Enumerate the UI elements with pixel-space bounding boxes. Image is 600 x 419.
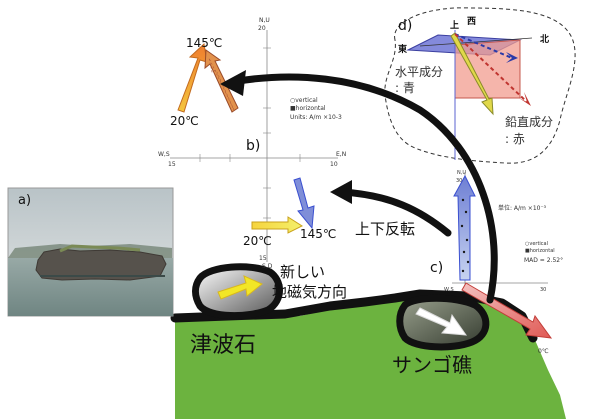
- b-axis-bottom-value: 15: [259, 255, 267, 262]
- panel-c-plot: N,U 30 W,S 30 単位: A/m ×10⁻³ ○vertical ■h…: [430, 170, 563, 355]
- new-field-label-1: 新しい: [280, 263, 325, 281]
- inversion-curve-arrow: [338, 188, 452, 237]
- c-blue-arrow: [453, 174, 476, 281]
- new-field-arrow: [217, 275, 263, 300]
- c-units: 単位: A/m ×10⁻³: [498, 204, 547, 212]
- coral-reef-label: サンゴ礁: [392, 353, 472, 377]
- horizontal-component-label: 水平成分: [395, 65, 443, 79]
- inversion-arrowhead: [330, 180, 352, 204]
- c-axis-right-value: 30: [540, 287, 546, 293]
- b-axis-n-up: N,U: [259, 17, 270, 24]
- lower-temp-low: 20℃: [243, 234, 272, 248]
- b-axis-w-up: W,S: [158, 151, 170, 158]
- horizontal-component-color: : 青: [395, 81, 415, 95]
- b-axis-right-value: 10: [330, 161, 338, 168]
- c-legend-vertical: ○vertical: [525, 241, 548, 247]
- c-axis-w-up: W,S: [444, 287, 454, 293]
- b-units: Units: A/m ×10-3: [290, 114, 342, 121]
- panel-d-inset: 上 西 東 北 d) 水平成分 : 青 鉛直成分 : 赤: [384, 7, 576, 164]
- upside-down-label: 上下反転: [355, 220, 415, 238]
- d-east: 東: [398, 43, 407, 55]
- photo-a: a): [7, 187, 174, 317]
- tsunami-stone-label: 津波石: [190, 333, 256, 358]
- vertical-component-color: : 赤: [505, 132, 525, 146]
- b-axis-s-d: S,D: [262, 263, 273, 270]
- lower-temp-high: 145℃: [300, 227, 336, 241]
- c-axis-top-value: 30: [456, 178, 462, 184]
- upper-red-arrow: [204, 49, 239, 113]
- lower-demag-arrows: 20℃ 145℃: [243, 177, 336, 248]
- c-red-arrow: [461, 282, 553, 339]
- upper-temp-high: 145℃: [186, 36, 222, 50]
- panel-c-label: c): [430, 260, 443, 276]
- main-curve-arrow: [228, 73, 498, 304]
- d-up: 上: [450, 19, 459, 31]
- main-curve-arrowhead: [220, 70, 246, 96]
- lower-blue-arrow: [293, 177, 315, 230]
- c-axis-n-up: N,U: [457, 170, 466, 176]
- upper-orange-arrow: [177, 43, 208, 113]
- b-axis-top-value: 20: [258, 25, 266, 32]
- new-field-label-2: 地磁気方向: [272, 283, 347, 301]
- tsunami-stone: [192, 263, 283, 320]
- lower-yellow-arrow: [251, 216, 304, 234]
- c-mad: MAD = 2.52°: [524, 257, 563, 264]
- b-legend-horizontal: ■horizontal: [290, 105, 326, 112]
- coral-reef: [396, 294, 490, 351]
- c-temp: 0℃: [538, 348, 549, 355]
- panel-d-label: d): [398, 18, 412, 34]
- upper-temp-low: 20℃: [170, 114, 199, 128]
- d-north: 北: [540, 33, 549, 45]
- b-legend-vertical: ○vertical: [290, 97, 318, 104]
- d-west: 西: [467, 16, 476, 27]
- d-magnetization-arrow: [450, 32, 494, 116]
- panel-b-label: b): [246, 138, 260, 154]
- b-axis-e-n: E,N: [336, 151, 346, 158]
- b-axis-left-value: 15: [168, 161, 176, 168]
- panel-a-label: a): [18, 193, 31, 208]
- coral-field-arrow: [415, 307, 468, 336]
- c-legend-horizontal: ■horizontal: [525, 248, 555, 254]
- vertical-component-label: 鉛直成分: [505, 115, 553, 129]
- upper-demag-arrows: 145℃ 20℃: [170, 36, 239, 128]
